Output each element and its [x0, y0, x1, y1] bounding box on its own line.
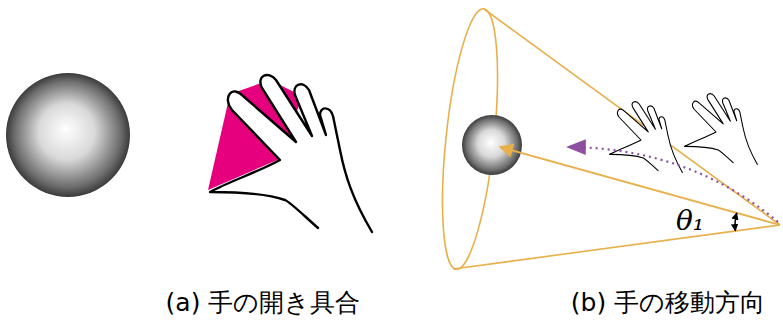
hand [210, 75, 372, 232]
angle-arc [735, 213, 737, 231]
panel-caption: (a) 手の開き具合 [166, 288, 361, 318]
sphere [462, 115, 522, 175]
hand [610, 102, 683, 173]
panel-caption: (b) 手の移動方向 [571, 288, 765, 318]
motion-path [568, 147, 778, 222]
cone [432, 6, 780, 272]
sphere [6, 73, 130, 197]
angle-label: θ₁ [676, 204, 704, 238]
hand [685, 94, 758, 165]
